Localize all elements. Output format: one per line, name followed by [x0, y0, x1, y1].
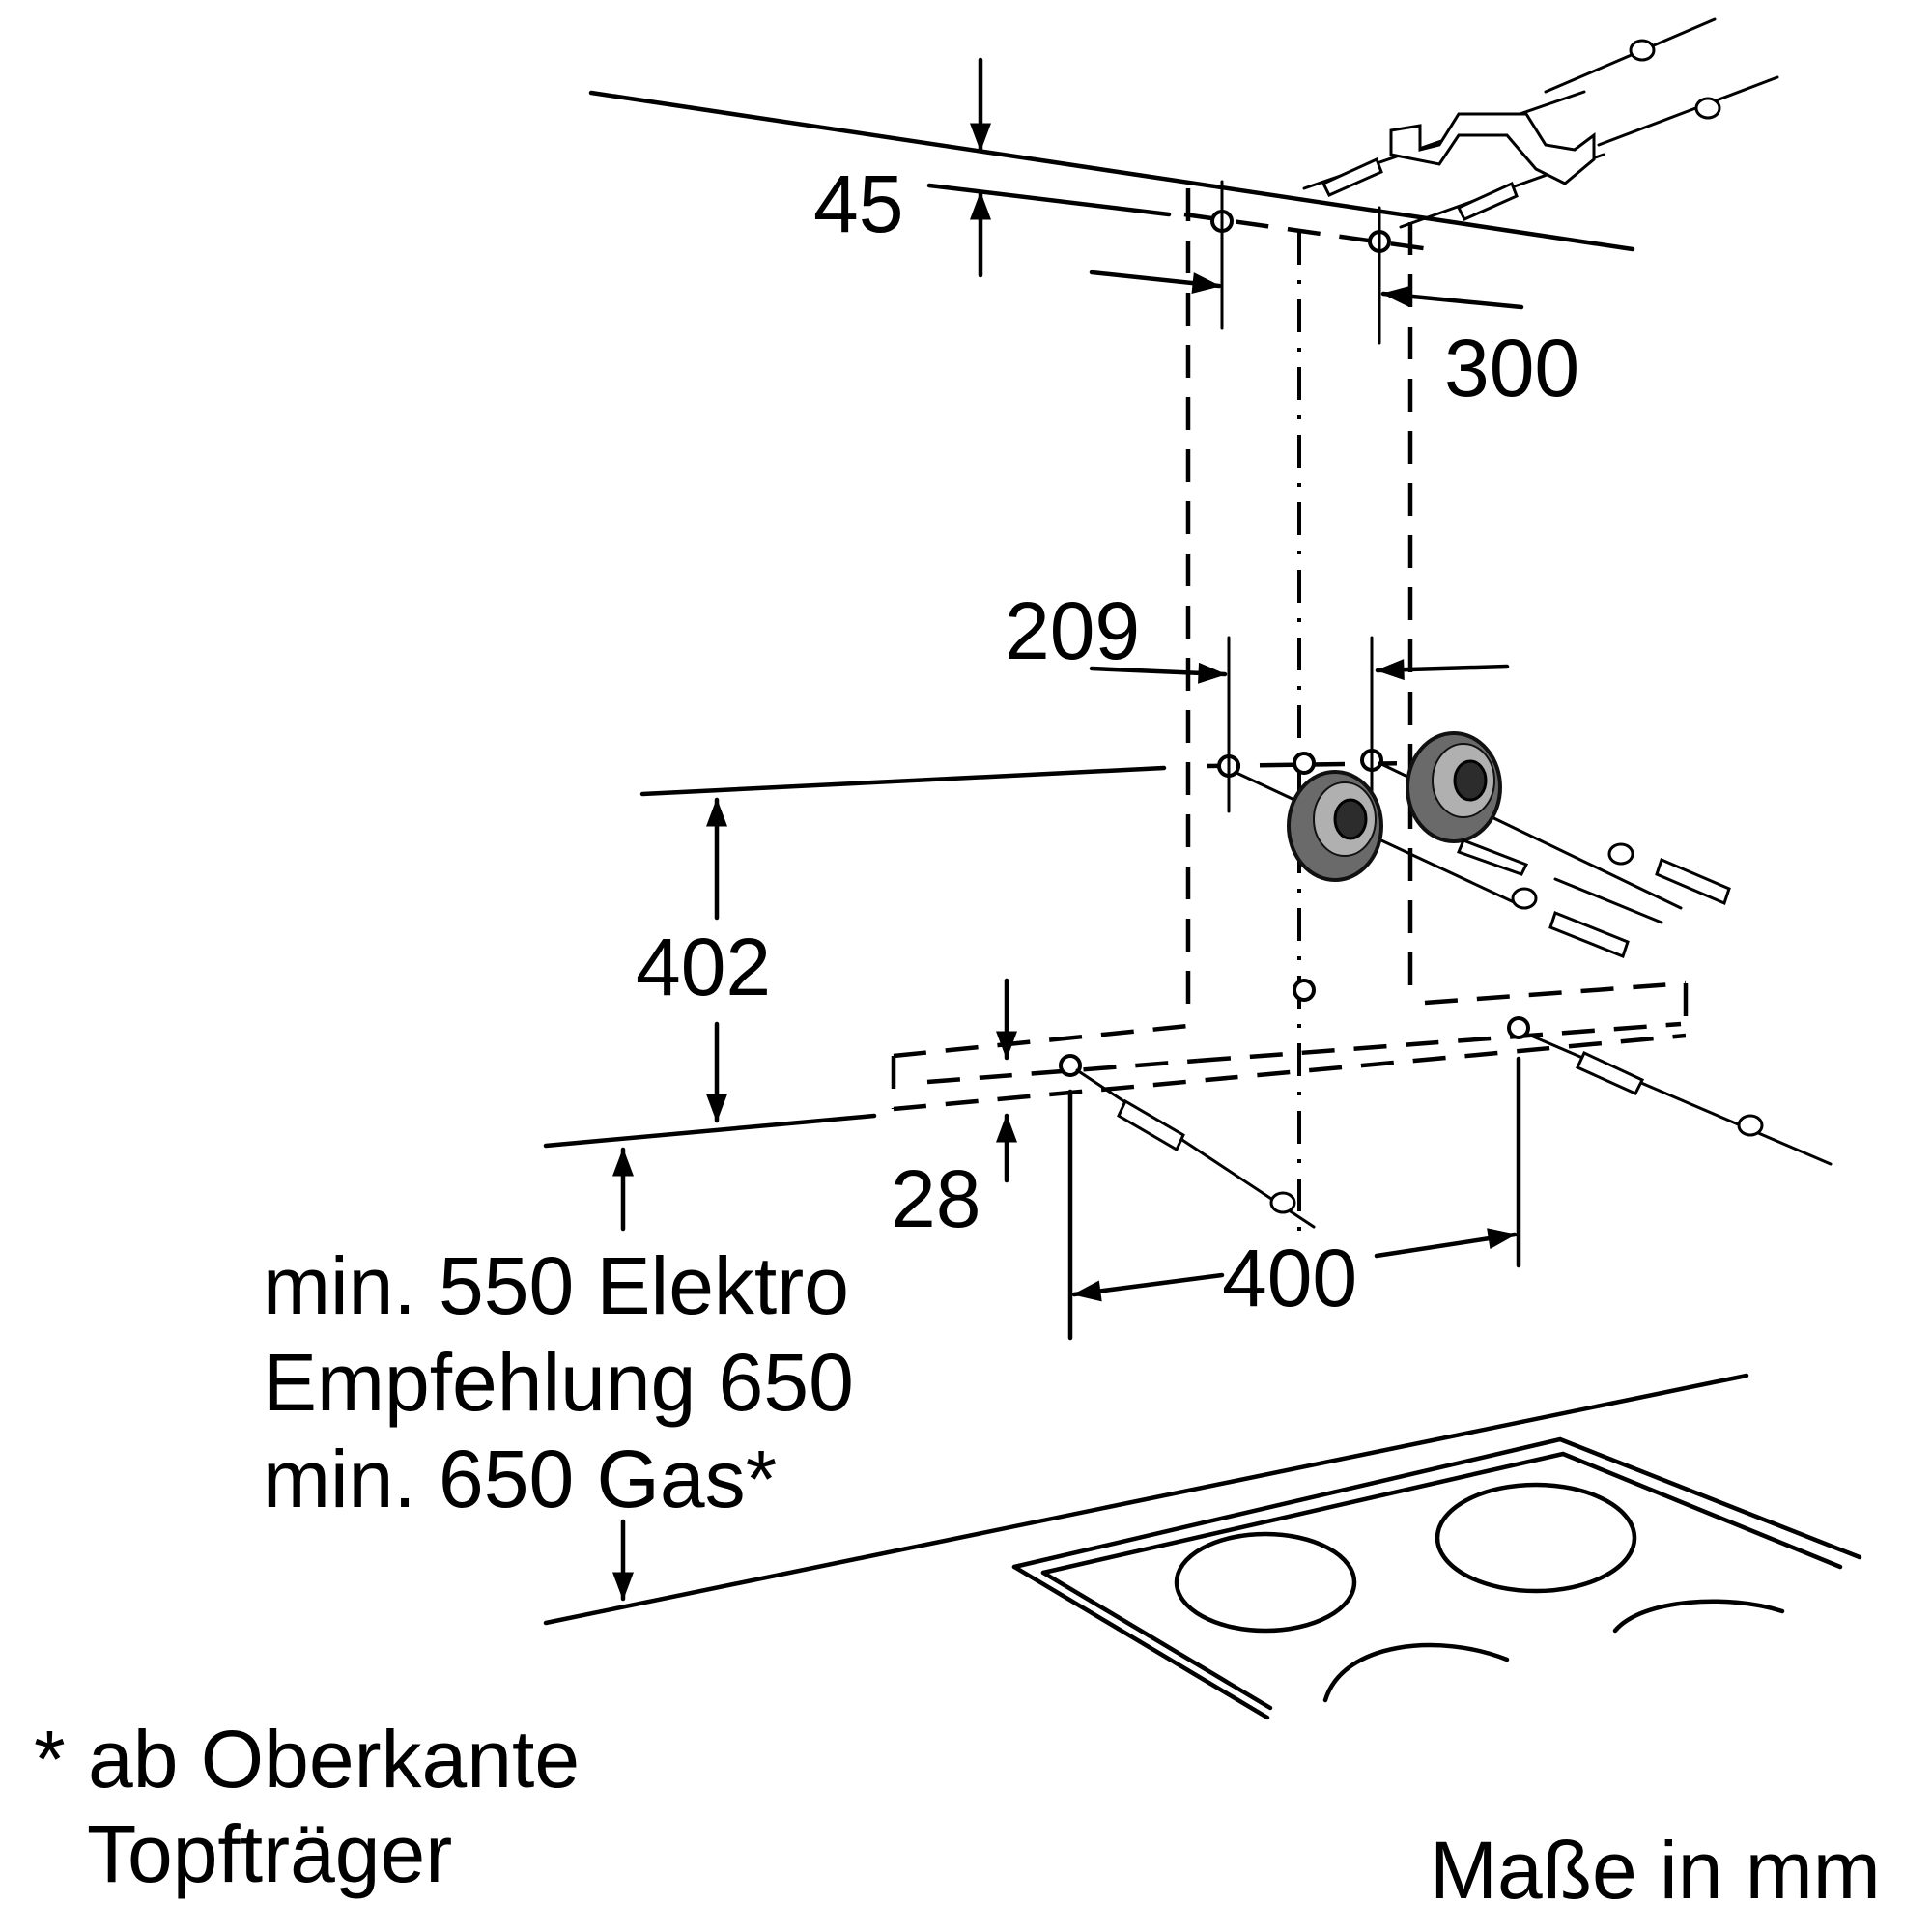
mid-reference-line	[639, 765, 1167, 797]
bottom-hole-left	[1059, 1054, 1082, 1077]
footnote-line2: Topfträger	[87, 1808, 452, 1899]
dim-300-label: 300	[1444, 323, 1579, 413]
top-bracket-outline	[1183, 188, 1431, 1014]
mounting-height-electric: min. 550 Elektro	[263, 1240, 849, 1331]
bottom-hole-center	[1293, 979, 1316, 1002]
cooktop-burner-front-right	[1322, 1642, 1510, 1703]
mid-hole-center	[1293, 752, 1316, 775]
dim-209-label: 209	[1005, 585, 1140, 676]
mid-hardware	[1457, 838, 1731, 958]
dim-400: 400	[1067, 1056, 1521, 1341]
ceiling-line	[588, 90, 1635, 252]
mounting-height-recommendation: Empfehlung 650	[263, 1337, 854, 1428]
cooktop-burner-back-right	[1435, 1482, 1637, 1594]
worktop-line	[543, 1373, 1749, 1626]
dim-28-label: 28	[891, 1153, 980, 1244]
cooktop-burner-right	[1612, 1599, 1785, 1634]
dim-400-label: 400	[1222, 1233, 1357, 1323]
bottom-hole-right	[1507, 1016, 1530, 1039]
mid-plug-right	[1378, 731, 1683, 910]
bottom-bracket-outline	[891, 980, 1689, 1112]
top-hardware	[1302, 17, 1779, 229]
mounting-height-gas: min. 650 Gas*	[263, 1434, 777, 1524]
dim-300: 300	[1089, 270, 1579, 413]
dim-402-label: 402	[636, 922, 771, 1012]
footnote-line1: * ab Oberkante	[34, 1714, 580, 1804]
units-note: Maße in mm	[1430, 1825, 1881, 1916]
mid-plug-left	[1235, 770, 1528, 910]
bottom-hardware	[1075, 1032, 1833, 1229]
cooktop	[1011, 1436, 1862, 1720]
dim-402: 402	[636, 797, 771, 1123]
dim-28: 28	[891, 978, 1017, 1244]
dim-209: 209	[1005, 585, 1510, 684]
dim-45: 45	[813, 57, 1172, 278]
dim-45-label: 45	[813, 158, 903, 249]
bottom-reference-line	[543, 1113, 877, 1149]
cooktop-burner-front-left	[1174, 1531, 1357, 1634]
